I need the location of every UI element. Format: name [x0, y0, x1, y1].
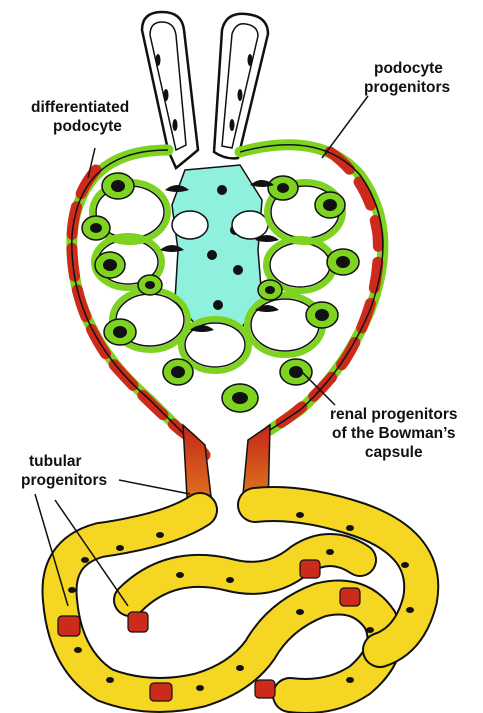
label-renal-progenitors: renal progenitors of the Bowman’s capsul…: [330, 405, 457, 462]
label-line: differentiated: [31, 98, 129, 117]
label-line: podocyte: [364, 59, 450, 78]
label-line: renal progenitors: [330, 405, 457, 424]
label-line: tubular: [21, 452, 107, 471]
label-tubular-progenitors: tubular progenitors: [21, 452, 107, 490]
label-line: progenitors: [21, 471, 107, 490]
convoluted-tubule: [58, 504, 421, 701]
label-line: of the Bowman’s: [330, 424, 457, 443]
label-podocyte-progenitors: podocyte progenitors: [364, 59, 450, 97]
label-differentiated-podocyte: differentiated podocyte: [31, 98, 129, 136]
label-line: capsule: [330, 443, 457, 462]
label-line: progenitors: [364, 78, 450, 97]
label-line: podocyte: [31, 117, 129, 136]
